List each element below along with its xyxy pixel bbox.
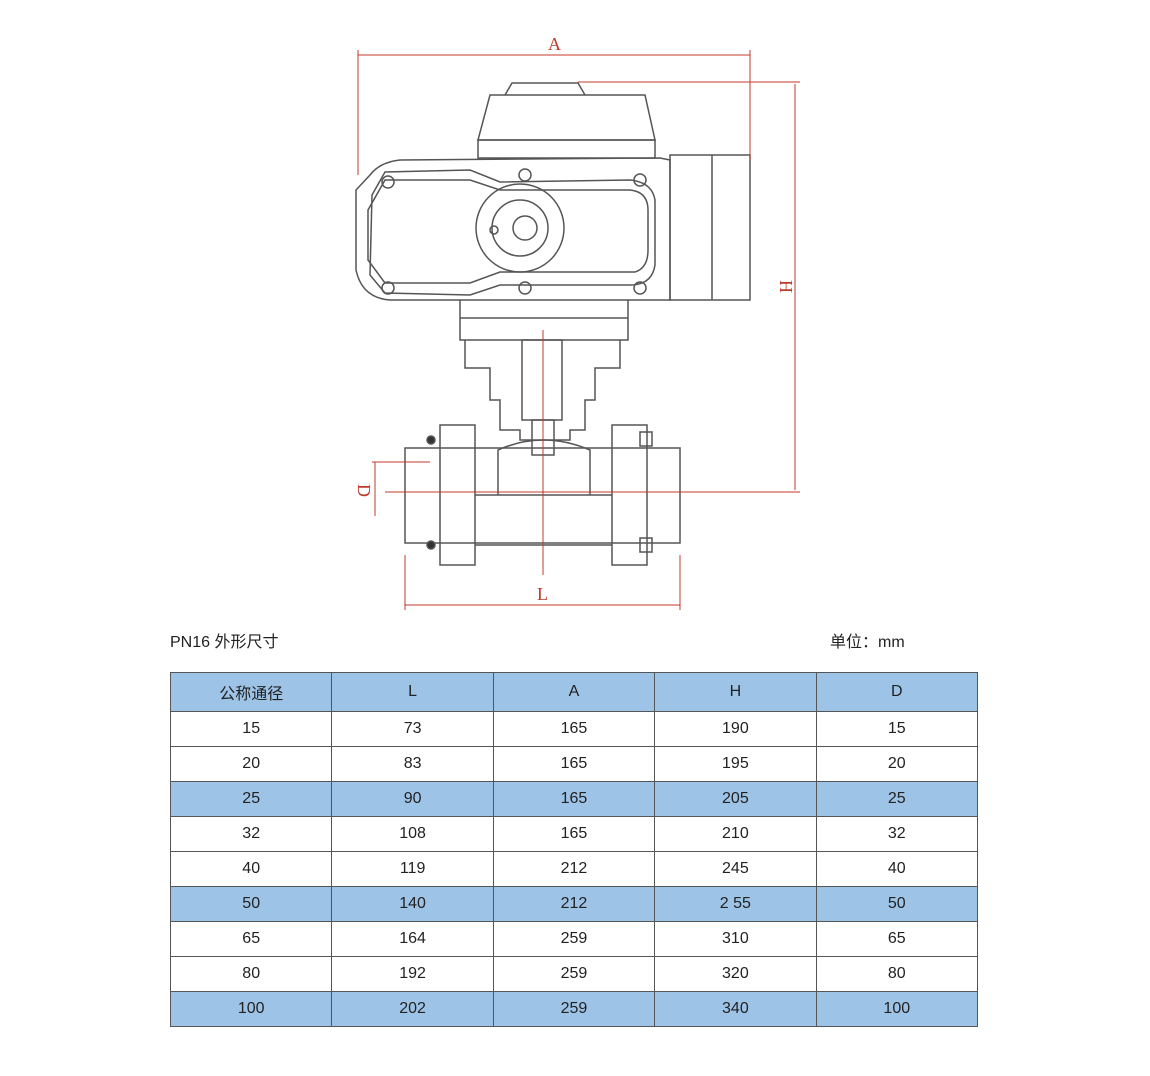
table-cell: 40 — [815, 851, 979, 887]
header-cell: L — [331, 672, 494, 712]
table-cell: 164 — [331, 921, 494, 957]
header-cell: A — [492, 672, 656, 712]
table-cell: 25 — [169, 781, 333, 817]
table-cell: 195 — [654, 746, 817, 782]
table-cell: 212 — [492, 851, 656, 887]
table-cell: 50 — [815, 886, 979, 922]
table-cell: 80 — [815, 956, 979, 992]
table-cell: 15 — [169, 711, 333, 747]
table-cell: 73 — [331, 711, 494, 747]
table-cell: 165 — [492, 711, 656, 747]
table-cell: 90 — [331, 781, 494, 817]
table-cell: 65 — [815, 921, 979, 957]
header-cell: 公称通径 — [169, 672, 333, 712]
table-cell: 32 — [169, 816, 333, 852]
table-cell: 165 — [492, 746, 656, 782]
table-cell: 80 — [169, 956, 333, 992]
table-cell: 65 — [169, 921, 333, 957]
table-cell: 50 — [169, 886, 333, 922]
header-cell: H — [654, 672, 817, 712]
table-cell: 100 — [815, 991, 979, 1027]
unit-label: 单位：mm — [830, 634, 905, 651]
dimension-label-a: A — [548, 34, 561, 54]
table-cell: 310 — [654, 921, 817, 957]
table-cell: 320 — [654, 956, 817, 992]
table-cell: 140 — [331, 886, 494, 922]
table-cell: 108 — [331, 816, 494, 852]
table-cell: 32 — [815, 816, 979, 852]
table-cell: 20 — [169, 746, 333, 782]
table-cell: 165 — [492, 781, 656, 817]
dimension-label-d: D — [354, 484, 374, 497]
valve-dimension-drawing: A H D L — [354, 34, 800, 610]
table-cell: 340 — [654, 991, 817, 1027]
table-cell: 165 — [492, 816, 656, 852]
header-cell: D — [815, 672, 979, 712]
table-cell: 259 — [492, 956, 656, 992]
dimension-label-h: H — [776, 280, 796, 293]
electric-actuator — [355, 82, 751, 341]
table-cell: 259 — [492, 991, 656, 1027]
table-header-row: 公称通径 L A H D — [169, 672, 979, 712]
table-cell: 20 — [815, 746, 979, 782]
table-cell: 100 — [169, 991, 333, 1027]
table-cell: 210 — [654, 816, 817, 852]
table-cell: 212 — [492, 886, 656, 922]
table-cell: 25 — [815, 781, 979, 817]
table-cell: 245 — [654, 851, 817, 887]
table-cell: 205 — [654, 781, 817, 817]
table-cell: 190 — [654, 711, 817, 747]
table-cell: 83 — [331, 746, 494, 782]
dimension-lines — [357, 50, 800, 610]
table-cell: 40 — [169, 851, 333, 887]
table-title: PN16 外形尺寸 — [170, 634, 279, 651]
dimension-label-l: L — [537, 584, 548, 604]
table-cell: 15 — [815, 711, 979, 747]
table-cell: 192 — [331, 956, 494, 992]
table-cell: 259 — [492, 921, 656, 957]
table-cell: 119 — [331, 851, 494, 887]
table-cell: 202 — [331, 991, 494, 1027]
table-cell: 2 55 — [654, 886, 817, 922]
